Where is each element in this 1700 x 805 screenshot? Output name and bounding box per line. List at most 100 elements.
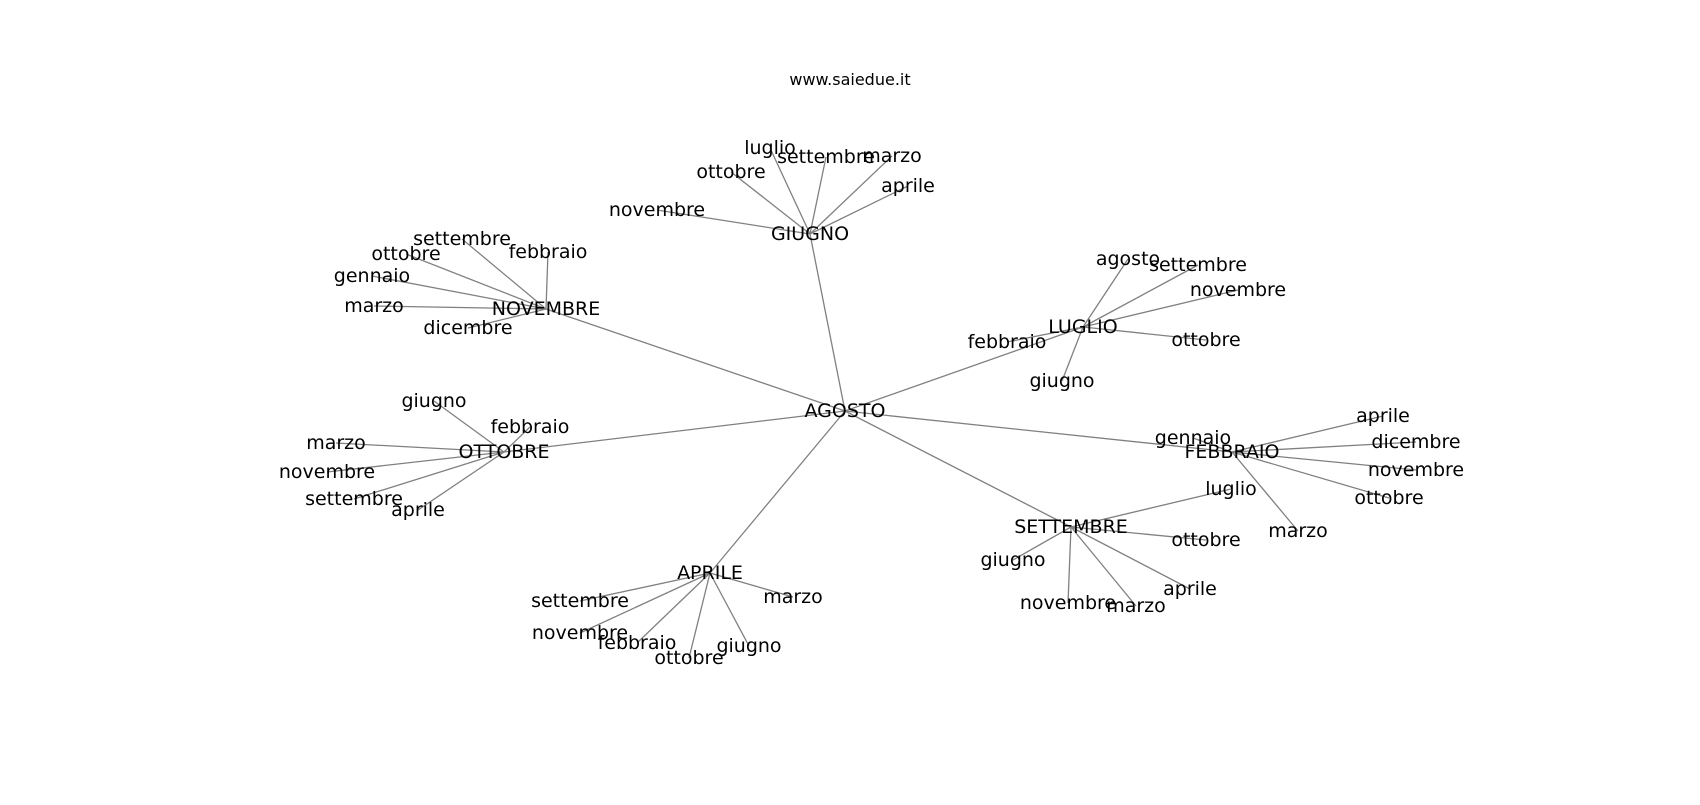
edge-hub-to-leaf [809,156,827,235]
leaf-node-label: settembre [1149,254,1247,276]
edge-hub-to-leaf [1070,526,1207,541]
edge-hub-to-leaf [1231,451,1299,532]
leaf-node-label: novembre [1190,279,1286,301]
edge-hub-to-leaf [326,451,505,473]
hub-node-label: APRILE [677,562,743,584]
leaf-node-label: gennaio [334,265,410,287]
edge-hub-to-leaf [709,572,794,598]
leaf-node-label: febbraio [968,331,1047,353]
edge-hub-to-leaf [809,185,909,235]
edge-hub-to-leaf [433,400,505,453]
edge-hub-to-leaf [656,209,811,235]
leaf-node-label: ottobre [1354,487,1423,509]
edge-hub-to-leaf [1082,264,1199,328]
leaf-node-label: marzo [306,432,366,454]
leaf-node-label: agosto [1096,248,1160,270]
edge-hub-to-leaf [809,155,893,235]
leaf-node-label: marzo [1106,595,1166,617]
leaf-node-label: ottobre [696,161,765,183]
edge-center-to-hub [844,410,1072,528]
edge-hub-to-leaf [373,305,547,310]
edge-hub-to-leaf [688,572,711,659]
leaf-node-label: febbraio [509,241,588,263]
leaf-node-label: febbraio [598,632,677,654]
edge-center-to-hub [844,326,1084,412]
leaf-node-label: marzo [344,295,404,317]
edge-hub-to-leaf [636,572,711,644]
edge-hub-to-leaf [1082,258,1129,328]
edge-hub-to-leaf [335,442,505,453]
edge-hub-to-leaf [709,572,750,647]
leaf-node-label: novembre [279,461,375,483]
hub-node-label: SETTEMBRE [1014,516,1128,538]
site-url: www.saiedue.it [789,70,911,89]
hub-node-label: NOVEMBRE [492,298,600,320]
leaf-node-label: marzo [862,145,922,167]
edge-hub-to-leaf [769,147,811,235]
edge-hub-to-leaf [730,171,811,235]
edge-center-to-hub [709,410,846,574]
edge-hub-to-leaf [1070,488,1232,528]
edge-hub-to-leaf [1070,526,1137,607]
leaf-node-label: luglio [1205,478,1257,500]
edge-center-to-hub [545,308,846,412]
leaf-node-label: giugno [980,549,1045,571]
leaf-node-label: novembre [1020,592,1116,614]
leaf-node-label: aprile [1163,578,1217,600]
edge-hub-to-leaf [545,251,549,310]
leaf-node-label: giugno [401,390,466,412]
leaf-node-label: novembre [609,199,705,221]
center-node-label: AGOSTO [805,400,886,422]
edge-hub-to-leaf [405,253,547,310]
edge-hub-to-leaf [1231,441,1417,453]
leaf-node-label: aprile [391,499,445,521]
hub-node-label: GIUGNO [771,223,849,245]
leaf-node-label: novembre [1368,459,1464,481]
leaf-node-label: ottobre [1171,529,1240,551]
leaf-node-label: marzo [1268,520,1328,542]
edge-hub-to-leaf [1231,451,1390,499]
leaf-node-label: settembre [531,590,629,612]
leaf-node-label: gennaio [1155,427,1231,449]
leaf-node-label: ottobre [1171,329,1240,351]
edge-hub-to-leaf [1082,326,1207,341]
leaf-node-label: ottobre [654,647,723,669]
leaf-node-label: febbraio [491,416,570,438]
leaf-node-label: novembre [532,622,628,644]
edge-hub-to-leaf [371,275,547,310]
hub-node-label: FEBBRAIO [1185,441,1280,463]
leaf-node-label: dicembre [423,317,512,339]
hub-node-label: LUGLIO [1048,316,1117,338]
edge-hub-to-leaf [353,451,505,500]
edge-center-to-hub [809,233,846,412]
edge-hub-to-leaf [1082,289,1239,328]
edge-hub-to-leaf [1067,526,1072,604]
edge-hub-to-leaf [503,426,531,453]
leaf-node-label: ottobre [371,243,440,265]
edge-hub-to-leaf [467,308,547,329]
edge-hub-to-leaf [1231,451,1417,471]
edge-hub-to-leaf [1070,526,1191,590]
leaf-node-label: giugno [716,635,781,657]
edge-hub-to-leaf [1192,437,1233,453]
leaf-node-label: giugno [1029,370,1094,392]
leaf-node-label: dicembre [1371,431,1460,453]
edge-hub-to-leaf [579,572,711,634]
leaf-node-label: settembre [777,146,875,168]
leaf-node-label: settembre [305,488,403,510]
edge-hub-to-leaf [1231,415,1384,453]
edge-hub-to-leaf [579,572,711,602]
edge-hub-to-leaf [1012,526,1072,561]
edge-center-to-hub [503,410,846,453]
edge-hub-to-leaf [1061,326,1084,382]
leaf-node-label: aprile [1356,405,1410,427]
edge-hub-to-leaf [461,238,547,310]
leaf-node-label: aprile [881,175,935,197]
edge-hub-to-leaf [417,451,505,511]
edge-center-to-hub [844,410,1233,453]
hub-node-label: OTTOBRE [458,441,549,463]
leaf-node-label: luglio [744,137,796,159]
edge-hub-to-leaf [1006,326,1084,343]
